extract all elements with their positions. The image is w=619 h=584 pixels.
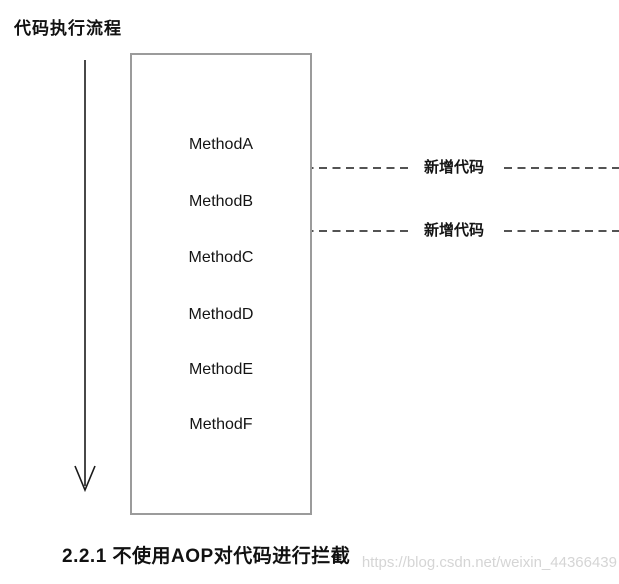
new-code-annotation: 新增代码 [417, 222, 491, 239]
method-label: MethodE [188, 361, 254, 378]
method-label: MethodB [188, 193, 254, 210]
watermark-text: https://blog.csdn.net/weixin_44366439 [361, 554, 617, 571]
method-label: MethodF [189, 416, 253, 433]
code-flow-box [130, 53, 312, 515]
down-arrow-icon [74, 60, 96, 493]
page-title: 代码执行流程 [14, 19, 122, 38]
method-label: MethodD [188, 306, 254, 323]
method-label: MethodA [188, 136, 254, 153]
new-code-annotation: 新增代码 [417, 159, 491, 176]
section-caption: 2.2.1 不使用AOP对代码进行拦截 [62, 546, 351, 567]
method-label: MethodC [188, 249, 254, 266]
